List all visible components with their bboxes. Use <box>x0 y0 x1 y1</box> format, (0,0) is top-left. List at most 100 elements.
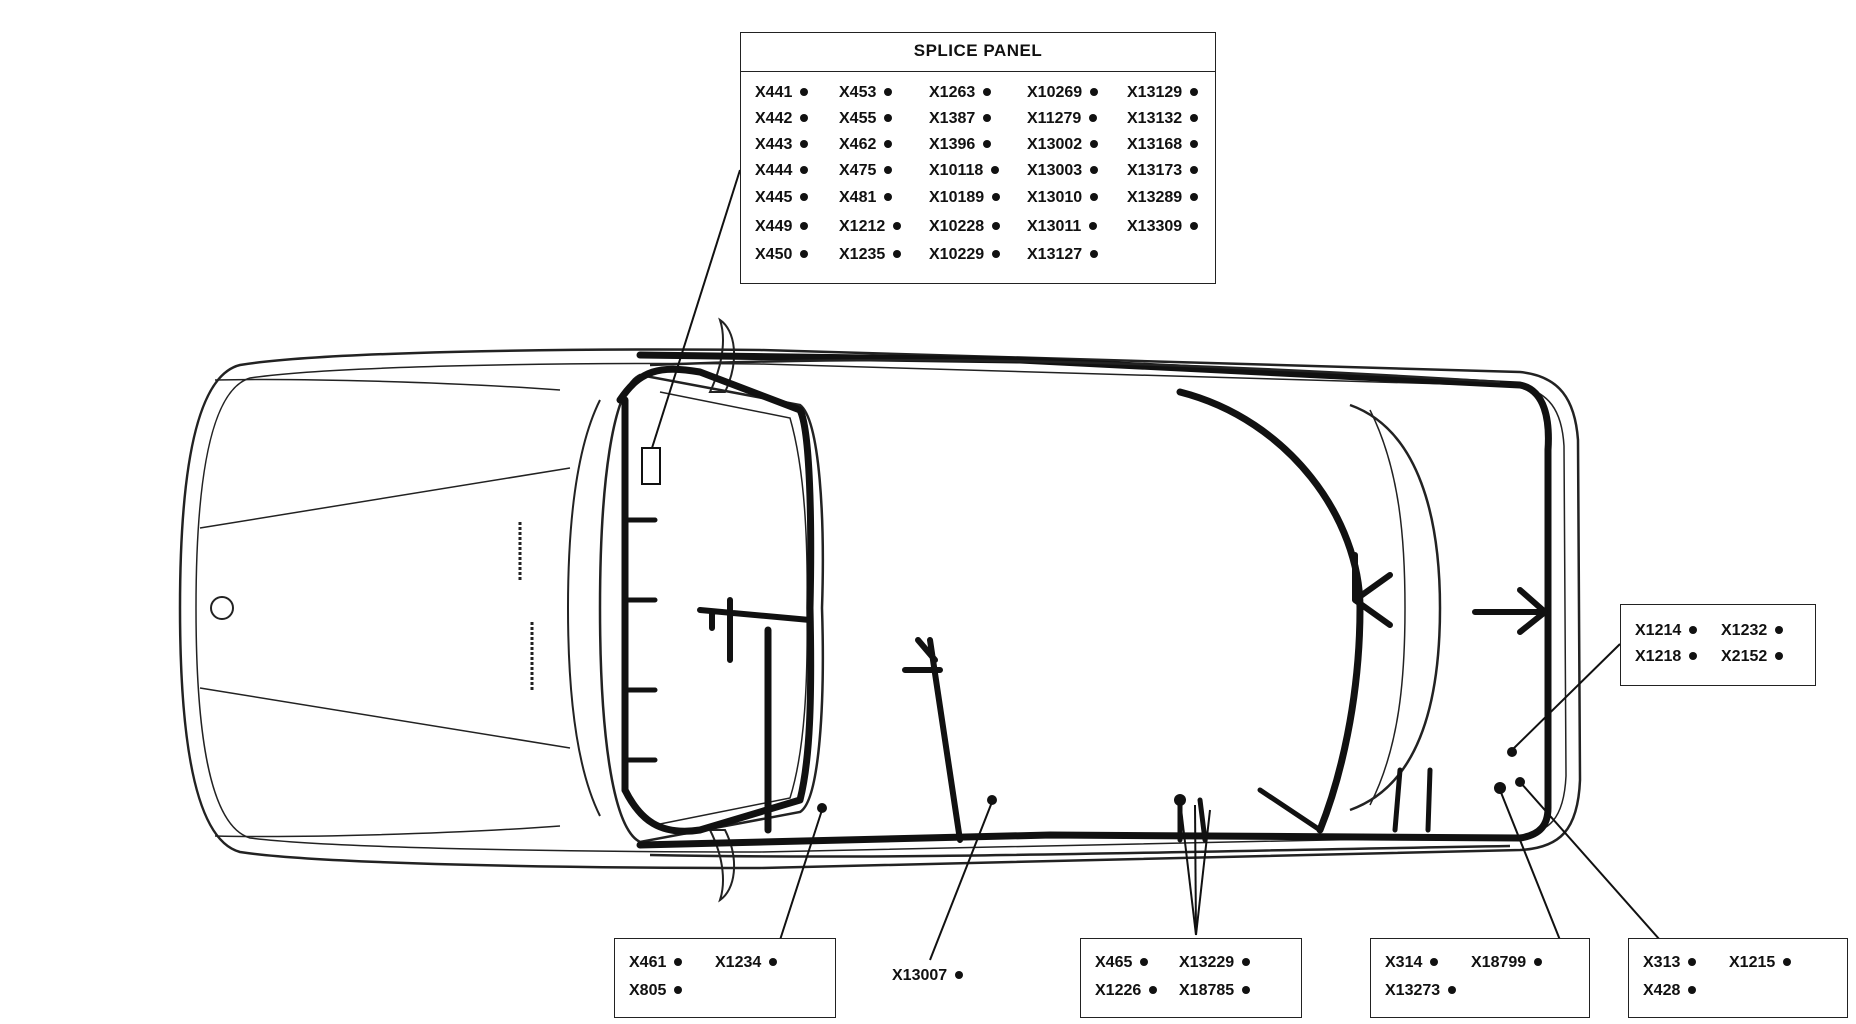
connector-label: X1234 <box>715 953 778 973</box>
connector-label: X314 <box>1385 953 1439 973</box>
harness-bottom-run <box>636 831 1524 849</box>
connector-dot-icon <box>1190 221 1199 230</box>
callout-bottom-3: X465 X13229 X1226 X18785 <box>1080 938 1302 1018</box>
connector-dot-icon <box>1242 985 1251 994</box>
connector-label: X1232 <box>1721 621 1784 641</box>
car-outline-inner <box>195 362 1567 853</box>
harness-rear-arc <box>1176 388 1364 834</box>
connector-dot-icon <box>1090 165 1099 174</box>
connector-dot-icon <box>1190 192 1199 201</box>
marker-bottom-4 <box>1494 782 1506 794</box>
marker-bottom-1 <box>817 803 827 813</box>
connector-dot-icon <box>983 113 992 122</box>
connector-dot-icon <box>1783 957 1792 966</box>
marker-bottom-2 <box>987 795 997 805</box>
connector-dot-icon <box>1089 113 1098 122</box>
connector-dot-icon <box>800 165 809 174</box>
connector-dot-icon <box>884 165 893 174</box>
connector-dot-icon <box>955 970 964 979</box>
connector-dot-icon <box>893 249 902 258</box>
connector-dot-icon <box>1190 139 1199 148</box>
leader-bottom-3a <box>1179 799 1197 936</box>
splice-connector-label: X10269 <box>1027 83 1099 103</box>
connector-dot-icon <box>884 192 893 201</box>
windshield-inner <box>659 391 808 825</box>
splice-connector-label: X1387 <box>929 109 992 129</box>
splice-connector-label: X13132 <box>1127 109 1199 129</box>
connector-dot-icon <box>992 192 1001 201</box>
splice-connector-label: X13309 <box>1127 217 1199 237</box>
splice-connector-label: X445 <box>755 188 809 208</box>
splice-connector-label: X10118 <box>929 161 1000 181</box>
splice-connector-label: X1263 <box>929 83 992 103</box>
hood-crease-bottom <box>199 687 571 749</box>
connector-dot-icon <box>983 139 992 148</box>
marker-bottom-5 <box>1515 777 1525 787</box>
connector-dot-icon <box>674 957 683 966</box>
marker-right-mid <box>1507 747 1517 757</box>
rear-window-inner <box>1369 409 1406 806</box>
leader-lines <box>641 169 1661 961</box>
leader-bottom-3c <box>1195 809 1211 936</box>
hood-edge-top <box>214 378 561 391</box>
splice-panel-title: SPLICE PANEL <box>913 41 1043 60</box>
connector-dot-icon <box>1190 87 1199 96</box>
connector-dot-icon <box>800 249 809 258</box>
connector-dot-icon <box>884 139 893 148</box>
splice-connector-label: X449 <box>755 217 809 237</box>
connector-dot-icon <box>1090 249 1099 258</box>
connector-label: X805 <box>629 981 683 1001</box>
mirror-left-top <box>708 317 736 393</box>
connector-dot-icon <box>893 221 902 230</box>
connector-label: X13273 <box>1385 981 1457 1001</box>
connector-dot-icon <box>1775 625 1784 634</box>
car-outline-outer <box>178 348 1582 870</box>
splice-connector-label: X1212 <box>839 217 902 237</box>
callout-bottom-4: X314 X18799 X13273 <box>1370 938 1590 1018</box>
connector-label: X2152 <box>1721 647 1784 667</box>
splice-connector-label: X13127 <box>1027 245 1099 265</box>
leader-splice-panel <box>651 169 741 449</box>
connector-dot-icon <box>1689 625 1698 634</box>
connector-dot-icon <box>800 221 809 230</box>
connector-label: X313 <box>1643 953 1697 973</box>
callout-right-mid: X1214 X1232 X1218 X2152 <box>1620 604 1816 686</box>
connector-dot-icon <box>1448 985 1457 994</box>
connector-dot-icon <box>1430 957 1439 966</box>
splice-connector-label: X10189 <box>929 188 1001 208</box>
connector-dot-icon <box>992 249 1001 258</box>
hood-crease-top <box>199 467 571 529</box>
splice-connector-label: X444 <box>755 161 809 181</box>
harness-top-run <box>636 351 1552 454</box>
connector-label: X1218 <box>1635 647 1698 667</box>
connector-label: X1214 <box>1635 621 1698 641</box>
connector-label: X428 <box>1643 981 1697 1001</box>
connector-dot-icon <box>1775 651 1784 660</box>
splice-connector-label: X455 <box>839 109 893 129</box>
connector-label: X461 <box>629 953 683 973</box>
connector-dot-icon <box>1090 192 1099 201</box>
connector-dot-icon <box>1190 113 1199 122</box>
connector-dot-icon <box>1688 957 1697 966</box>
harness-center-branch <box>697 597 813 663</box>
splice-connector-label: X13002 <box>1027 135 1099 155</box>
wiring-secondary <box>649 358 1511 858</box>
connector-label-x13007: X13007 <box>892 966 964 986</box>
connector-dot-icon <box>1242 957 1251 966</box>
splice-connector-label: X13289 <box>1127 188 1199 208</box>
splice-panel-divider <box>741 71 1215 72</box>
connector-label: X18799 <box>1471 953 1543 973</box>
wiring-harness <box>616 351 1552 849</box>
splice-connector-label: X453 <box>839 83 893 103</box>
leader-bottom-4 <box>1499 789 1561 941</box>
harness-bottom-branches <box>1177 767 1433 843</box>
splice-panel-marker <box>641 447 661 485</box>
splice-connector-label: X13129 <box>1127 83 1199 103</box>
splice-connector-label: X13173 <box>1127 161 1199 181</box>
logo-emblem <box>210 596 234 620</box>
splice-connector-label: X11279 <box>1027 109 1098 129</box>
connector-dot-icon <box>1089 221 1098 230</box>
connector-dot-icon <box>983 87 992 96</box>
